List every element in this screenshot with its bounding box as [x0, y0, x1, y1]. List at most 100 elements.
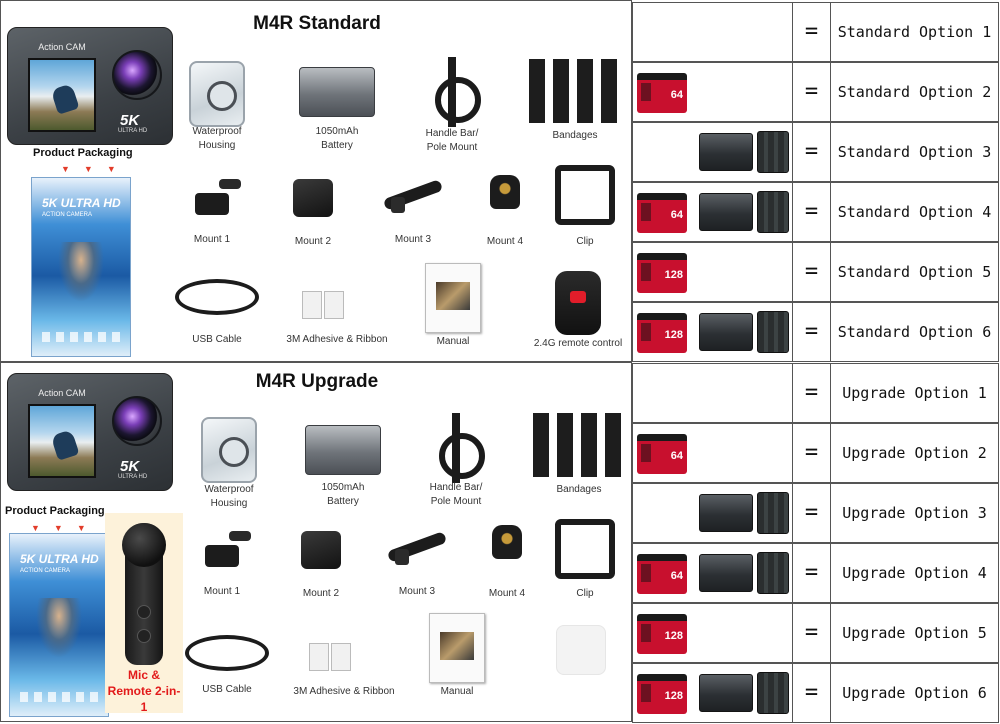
item-label: 1050mAh Battery [321, 482, 365, 507]
option-label[interactable]: Standard Option 1 [831, 2, 999, 62]
action-camera-image: Action CAM 5K ULTRA HD [7, 373, 173, 491]
item-remote: 2.4G remote control [529, 271, 627, 353]
battery-charger-icon [757, 131, 789, 173]
battery-charger-icon [757, 191, 789, 233]
option-row[interactable]: 64=Standard Option 4 [632, 182, 999, 242]
camera-uhd-text: ULTRA HD [118, 128, 148, 134]
bandage-straps-icon [533, 413, 625, 477]
item-usb: USB Cable [185, 635, 269, 697]
item-clip: Clip [553, 165, 617, 249]
sd-card-icon: 64 [637, 73, 687, 113]
item-mount1: Mount 1 [197, 529, 251, 601]
box-feature-icons [20, 692, 100, 702]
option-label[interactable]: Upgrade Option 3 [831, 483, 999, 543]
option-row[interactable]: 128=Standard Option 6 [632, 302, 999, 362]
housing-icon [201, 417, 257, 483]
item-label: 2.4G remote control [533, 338, 623, 349]
option-label[interactable]: Standard Option 4 [831, 182, 999, 242]
arrow-down-icons: ▼▼▼ [31, 523, 100, 533]
option-label[interactable]: Upgrade Option 1 [831, 363, 999, 423]
option-label[interactable]: Standard Option 5 [831, 242, 999, 302]
item-mount3: Mount 3 [385, 523, 449, 601]
item-label: Manual [436, 336, 470, 347]
camera-lens [112, 396, 162, 446]
spare-battery-icon [699, 494, 753, 532]
spare-battery-icon [699, 133, 753, 171]
mount-3-icon [383, 175, 443, 215]
item-ribbon: 3M Adhesive & Ribbon [289, 619, 399, 699]
item-label: Bandages [556, 484, 602, 495]
option-image-cell [632, 2, 793, 62]
sd-card-capacity: 64 [670, 570, 683, 582]
item-label: Mount 2 [302, 588, 340, 599]
sd-card-capacity: 128 [664, 329, 683, 341]
adhesive-ribbon-icon [299, 619, 389, 679]
mount-1-icon [199, 531, 251, 575]
option-row[interactable]: =Standard Option 1 [632, 2, 999, 62]
remote-control-icon [555, 271, 601, 335]
option-row[interactable]: =Upgrade Option 3 [632, 483, 999, 543]
option-row[interactable]: 64=Upgrade Option 4 [632, 543, 999, 603]
option-row[interactable]: 128=Upgrade Option 5 [632, 603, 999, 663]
camera-screen [28, 58, 96, 132]
mount-1-icon [189, 179, 241, 223]
option-row[interactable]: 64=Standard Option 2 [632, 62, 999, 122]
product-box-image: 5K ULTRA HD ACTION CAMERA [9, 533, 109, 717]
item-remote-faded [555, 625, 607, 677]
box-surfer-image [58, 242, 104, 302]
option-row[interactable]: =Upgrade Option 1 [632, 363, 999, 423]
mount-4-icon [492, 525, 522, 559]
option-image-cell: 64 [632, 62, 793, 122]
box-5k-text: 5K ULTRA HD [42, 196, 121, 210]
item-mount2: Mount 2 [293, 531, 349, 601]
item-manual: Manual [427, 613, 487, 699]
sd-card-capacity: 64 [670, 89, 683, 101]
option-row[interactable]: 128 =Standard Option 5 [632, 242, 999, 302]
sd-card-icon: 64 [637, 554, 687, 594]
frame-clip-icon [555, 519, 615, 579]
item-label: Mount 2 [294, 236, 332, 247]
option-label[interactable]: Upgrade Option 4 [831, 543, 999, 603]
mount-4-icon [490, 175, 520, 209]
option-row[interactable]: =Standard Option 3 [632, 122, 999, 182]
item-label: 1050mAh Battery [315, 126, 359, 151]
camera-lens [112, 50, 162, 100]
product-packaging-label: Product Packaging [33, 147, 133, 159]
option-label[interactable]: Upgrade Option 6 [831, 663, 999, 723]
sd-card-icon: 64 [637, 193, 687, 233]
equals-sign: = [793, 423, 831, 483]
equals-sign: = [793, 242, 831, 302]
item-mount4: Mount 4 [483, 175, 527, 249]
spare-battery-icon [699, 554, 753, 592]
option-image-cell: 64 [632, 182, 793, 242]
sd-card-icon: 128 [637, 614, 687, 654]
item-label: USB Cable [202, 684, 252, 695]
product-box-image: 5K ULTRA HD ACTION CAMERA [31, 177, 131, 357]
option-label[interactable]: Upgrade Option 5 [831, 603, 999, 663]
camera-brand-text: Action CAM [38, 388, 86, 398]
item-label: Mount 3 [398, 586, 436, 597]
usb-cable-icon [185, 635, 269, 671]
option-image-cell [632, 122, 793, 182]
option-label[interactable]: Standard Option 3 [831, 122, 999, 182]
item-mount1: Mount 1 [187, 177, 241, 249]
product-packaging-label: Product Packaging [5, 505, 105, 517]
standard-panel: M4R Standard Action CAM 5K ULTRA HD Prod… [0, 0, 632, 362]
option-row[interactable]: 128=Upgrade Option 6 [632, 663, 999, 723]
option-label[interactable]: Standard Option 6 [831, 302, 999, 362]
sd-card-icon: 128 [637, 253, 687, 293]
mount-3-icon [387, 527, 447, 567]
battery-icon [305, 425, 381, 475]
option-label[interactable]: Standard Option 2 [831, 62, 999, 122]
option-image-cell: 128 [632, 302, 793, 362]
option-label[interactable]: Upgrade Option 2 [831, 423, 999, 483]
item-handlebar: Handle Bar/ Pole Mount [423, 413, 489, 515]
sd-card-capacity: 64 [670, 209, 683, 221]
action-camera-image: Action CAM 5K ULTRA HD [7, 27, 173, 145]
item-label: 3M Adhesive & Ribbon [286, 334, 388, 345]
option-row[interactable]: 64=Upgrade Option 2 [632, 423, 999, 483]
item-label: 3M Adhesive & Ribbon [293, 686, 395, 697]
option-image-cell: 128 [632, 242, 793, 302]
